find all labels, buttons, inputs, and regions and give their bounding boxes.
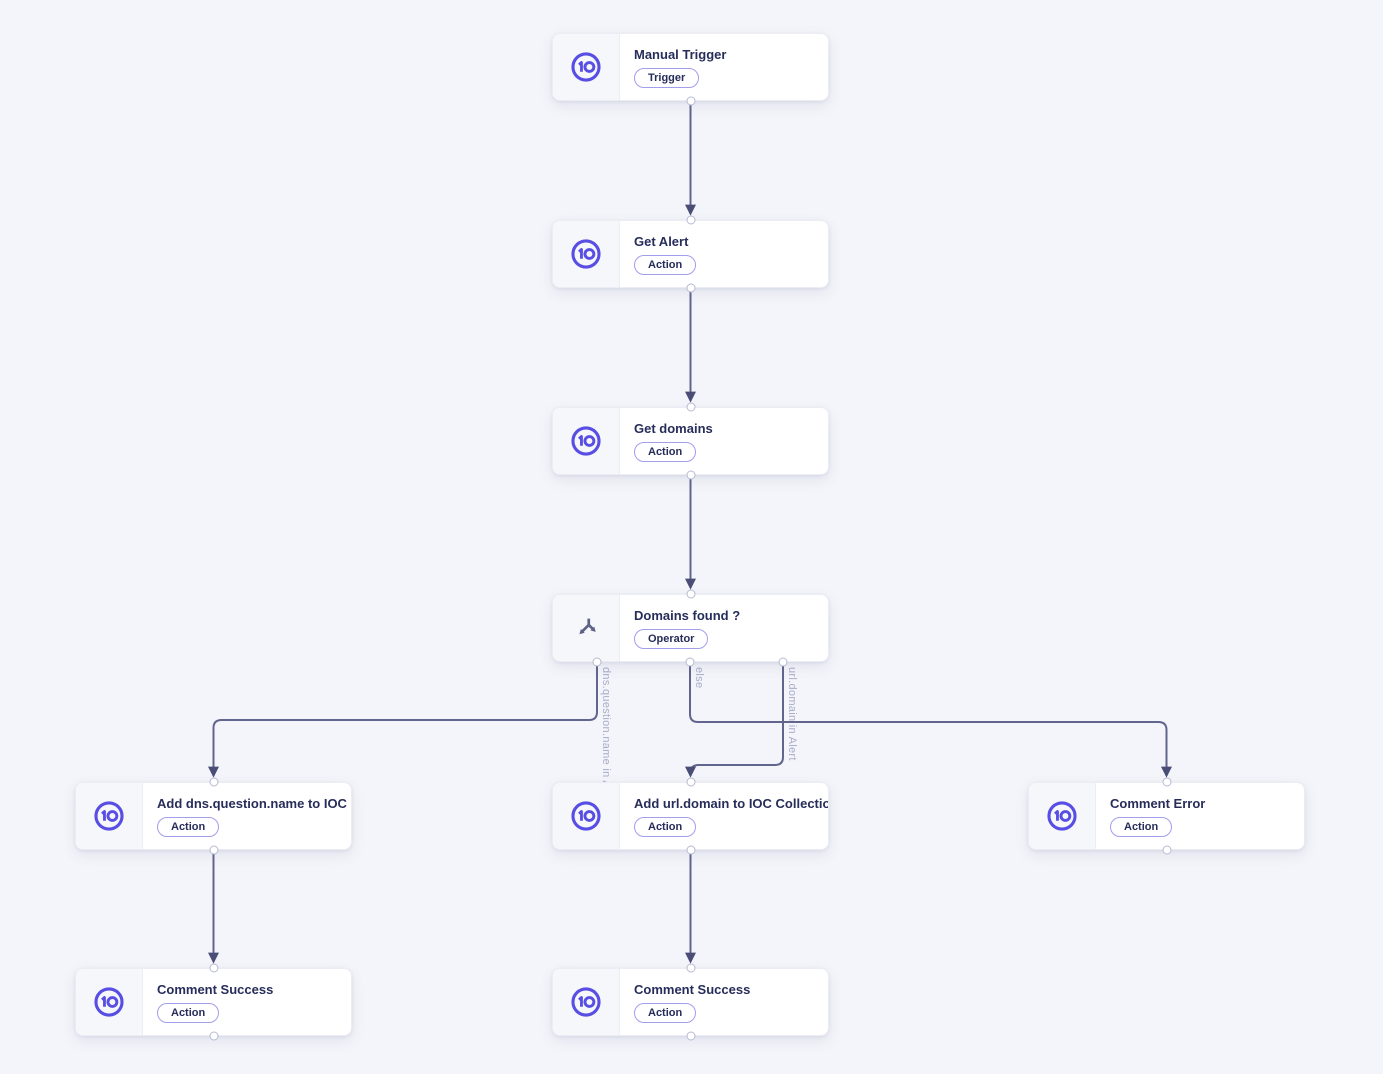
node-title: Comment Success bbox=[157, 981, 274, 997]
port-top-add-url-domain-to-ioc-collection[interactable] bbox=[686, 777, 695, 787]
port-top-comment-error[interactable] bbox=[1162, 777, 1171, 787]
node-title: Add dns.question.name to IOC ... bbox=[157, 795, 351, 811]
port-bottom-comment-success-center[interactable] bbox=[686, 1031, 695, 1041]
node-icon-panel bbox=[553, 783, 620, 849]
node-icon-panel bbox=[76, 969, 143, 1035]
node-type-badge: Action bbox=[1110, 816, 1173, 837]
sekoia-io-logo-icon bbox=[569, 424, 603, 458]
port-bottom-domains-found[interactable] bbox=[592, 657, 602, 667]
port-top-comment-success-left[interactable] bbox=[209, 963, 218, 973]
node-icon-panel bbox=[553, 408, 620, 474]
node-icon-panel bbox=[553, 595, 620, 661]
node-icon-panel bbox=[553, 221, 620, 287]
node-comment-success-left[interactable]: Comment Success Action bbox=[75, 968, 352, 1036]
port-top-add-dns-question-name-to-ioc[interactable] bbox=[209, 777, 218, 787]
node-type-badge: Action bbox=[634, 1002, 697, 1023]
sekoia-io-logo-icon bbox=[1045, 799, 1079, 833]
port-bottom-domains-found[interactable] bbox=[778, 657, 788, 667]
port-bottom-add-dns-question-name-to-ioc[interactable] bbox=[209, 845, 218, 855]
port-top-comment-success-center[interactable] bbox=[686, 963, 695, 973]
sekoia-io-logo-icon bbox=[569, 985, 603, 1019]
port-bottom-add-url-domain-to-ioc-collection[interactable] bbox=[686, 845, 695, 855]
node-get-alert[interactable]: Get Alert Action bbox=[552, 220, 829, 288]
node-icon-panel bbox=[553, 969, 620, 1035]
node-type-badge: Action bbox=[157, 816, 220, 837]
node-content: Comment Error Action bbox=[1096, 783, 1304, 849]
node-title: Comment Error bbox=[1110, 795, 1206, 811]
port-bottom-get-alert[interactable] bbox=[686, 283, 695, 293]
node-add-dns-question-name-to-ioc[interactable]: Add dns.question.name to IOC ... Action bbox=[75, 782, 352, 850]
node-title: Comment Success bbox=[634, 981, 751, 997]
sekoia-io-logo-icon bbox=[92, 985, 126, 1019]
port-bottom-get-domains[interactable] bbox=[686, 470, 695, 480]
edge-domains-found-to-add-url[interactable] bbox=[685, 662, 784, 778]
node-icon-panel bbox=[76, 783, 143, 849]
node-type-badge: Action bbox=[634, 816, 697, 837]
node-type-badge: Operator bbox=[634, 628, 709, 649]
port-bottom-comment-success-left[interactable] bbox=[209, 1031, 218, 1041]
node-title: Get domains bbox=[634, 420, 713, 436]
edge-domains-found-to-add-dns[interactable] bbox=[208, 662, 598, 778]
split-arrow-icon bbox=[573, 615, 600, 642]
node-title: Manual Trigger bbox=[634, 46, 727, 62]
node-type-badge: Trigger bbox=[634, 67, 700, 88]
node-title: Domains found ? bbox=[634, 607, 741, 623]
node-content: Manual Trigger Trigger bbox=[620, 34, 828, 100]
node-icon-panel bbox=[1029, 783, 1096, 849]
node-content: Get Alert Action bbox=[620, 221, 828, 287]
node-title: Get Alert bbox=[634, 233, 689, 249]
node-add-url-domain-to-ioc-collection[interactable]: Add url.domain to IOC Collection Action bbox=[552, 782, 829, 850]
node-domains-found[interactable]: Domains found ? Operator bbox=[552, 594, 829, 662]
sekoia-io-logo-icon bbox=[569, 237, 603, 271]
sekoia-io-logo-icon bbox=[569, 50, 603, 84]
node-type-badge: Action bbox=[157, 1002, 220, 1023]
node-content: Add url.domain to IOC Collection Action bbox=[620, 783, 828, 849]
port-top-get-alert[interactable] bbox=[686, 215, 695, 225]
node-type-badge: Action bbox=[634, 441, 697, 462]
node-type-badge: Action bbox=[634, 254, 697, 275]
port-bottom-comment-error[interactable] bbox=[1162, 845, 1171, 855]
node-content: Domains found ? Operator bbox=[620, 595, 828, 661]
node-comment-success-center[interactable]: Comment Success Action bbox=[552, 968, 829, 1036]
node-content: Get domains Action bbox=[620, 408, 828, 474]
node-content: Add dns.question.name to IOC ... Action bbox=[143, 783, 351, 849]
node-get-domains[interactable]: Get domains Action bbox=[552, 407, 829, 475]
node-icon-panel bbox=[553, 34, 620, 100]
edge-domains-found-to-comment-error[interactable] bbox=[689, 662, 1172, 778]
node-comment-error[interactable]: Comment Error Action bbox=[1028, 782, 1305, 850]
port-bottom-domains-found[interactable] bbox=[685, 657, 695, 667]
port-bottom-manual-trigger[interactable] bbox=[686, 96, 695, 106]
sekoia-io-logo-icon bbox=[92, 799, 126, 833]
port-top-get-domains[interactable] bbox=[686, 402, 695, 412]
node-title: Add url.domain to IOC Collection bbox=[634, 795, 828, 811]
port-top-domains-found[interactable] bbox=[686, 589, 695, 599]
node-content: Comment Success Action bbox=[620, 969, 828, 1035]
node-manual-trigger[interactable]: Manual Trigger Trigger bbox=[552, 33, 829, 101]
node-content: Comment Success Action bbox=[143, 969, 351, 1035]
sekoia-io-logo-icon bbox=[569, 799, 603, 833]
